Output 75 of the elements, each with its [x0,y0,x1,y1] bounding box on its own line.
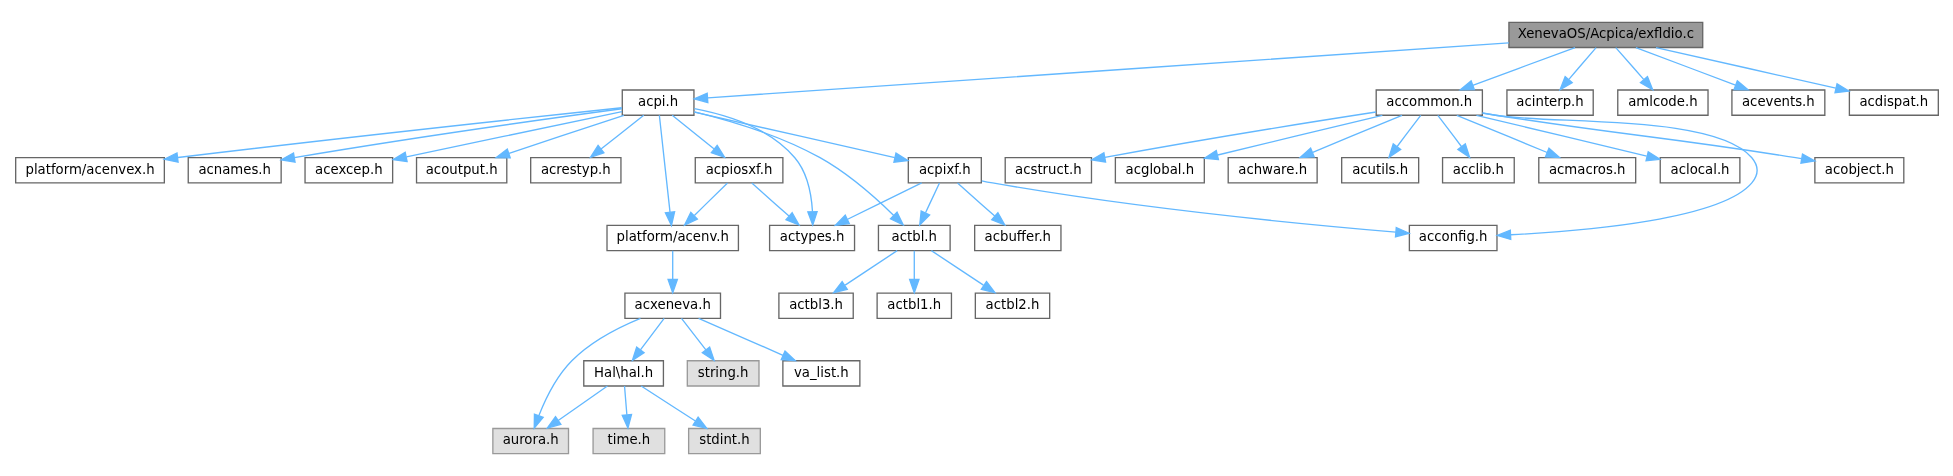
node-box: Hal\hal.h [582,360,664,387]
node-box: amlcode.h [1616,89,1709,116]
node-box: acglobal.h [1114,157,1205,184]
arrow [533,317,641,431]
arrow [493,114,625,159]
node-box: actbl.h [877,224,951,252]
node-box: aclocal.h [1659,157,1741,184]
arrow [1614,46,1654,92]
node-box: actypes.h [768,224,855,252]
node-box: acpiosxf.h [694,157,784,184]
node-box: acutils.h [1340,157,1419,184]
arrow [750,182,801,227]
node-box: acexcep.h [303,157,393,184]
arrow [1089,111,1377,163]
node-box: acclib.h [1441,157,1515,184]
arrow [545,385,608,430]
node-box: stdint.h [687,427,761,455]
node-box: XenevaOS/Acpica/exfldio.c [1507,21,1703,49]
arrow [956,182,1006,227]
node-box: acevents.h [1730,89,1825,116]
arrow [666,250,678,295]
arrow [697,317,797,362]
arrow [1202,114,1383,161]
arrow [908,250,920,295]
node-box: acoutput.h [415,157,507,184]
arrow [1387,114,1421,159]
arrow [161,107,622,164]
node-box: acstruct.h [1004,157,1092,184]
arrow [682,182,728,227]
node-box: achware.h [1227,157,1318,184]
arrow [930,250,997,294]
node-box: va_list.h [781,360,861,387]
arrow [918,182,940,227]
node-box: actbl3.h [777,292,854,319]
node-box: acrestyp.h [529,157,622,184]
arrow [630,317,665,363]
arrow [1481,112,1758,241]
arrow [1634,46,1750,91]
arrow [671,114,726,159]
arrow [658,114,675,228]
node-box: acxeneva.h [623,292,721,319]
arrow [831,250,898,294]
node-box: accommon.h [1375,89,1483,116]
node-box: platform/acenv.h [605,224,739,252]
node-box: actbl1.h [875,292,952,319]
arrow [680,317,715,362]
arrow [640,385,708,430]
arrow [1654,46,1851,94]
arrow [620,385,632,431]
arrow [1297,114,1403,159]
arrow [1455,114,1561,159]
node-box: actbl2.h [974,292,1050,319]
arrow [980,180,1411,238]
arrow [588,114,644,159]
node-box: acdispat.h [1848,89,1939,116]
arrow [691,42,1509,104]
node-box: acnames.h [187,157,282,184]
node-box: platform/acenvex.h [14,157,165,184]
node-box: acinterp.h [1505,89,1594,116]
arrow [278,108,622,163]
arrow [390,110,623,163]
node-box: acobject.h [1813,157,1904,184]
node-box: acmacros.h [1537,157,1636,184]
arrow [833,182,922,227]
arrow [1457,46,1576,91]
node-box: acbuffer.h [973,224,1062,252]
node-box: time.h [591,427,665,455]
arrow [1436,114,1471,159]
node-box: acpi.h [621,89,695,116]
arrow [1475,114,1662,162]
node-box: acconfig.h [1408,224,1498,252]
arrow [1558,46,1597,92]
node-box: string.h [686,360,760,387]
node-box: aurora.h [491,427,569,455]
node-box: acpixf.h [907,157,982,184]
